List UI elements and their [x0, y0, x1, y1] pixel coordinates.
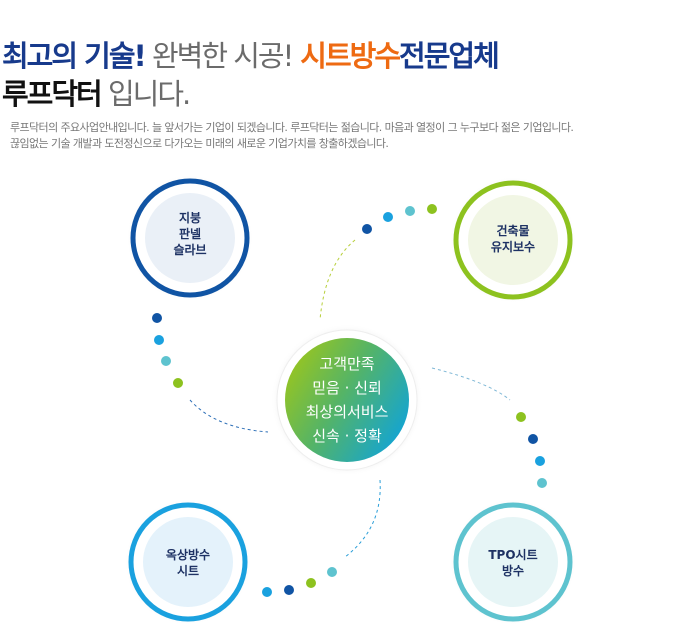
- center-label-line: 최상의서비스: [305, 403, 389, 421]
- intro-text: 루프닥터의 주요사업안내입니다. 늘 앞서가는 기업이 되겠습니다. 루프닥터는…: [10, 120, 698, 152]
- connector-line: [189, 399, 269, 433]
- center-label-line: 신속 · 정확: [312, 427, 382, 445]
- dot-trail-right: [516, 412, 547, 488]
- service-circle-maintenance: [450, 177, 576, 303]
- connector-line: [319, 239, 356, 321]
- service-label-line: 옥상방수: [165, 548, 211, 562]
- service-label-line: 건축물: [496, 224, 530, 238]
- headline-line2: 루프닥터 입니다.: [2, 76, 191, 112]
- center-label: 고객만족 믿음 · 신뢰 최상의서비스 신속 · 정확: [287, 352, 407, 448]
- headline-perfect-work: 완벽한 시공!: [144, 39, 294, 73]
- center-circle: [271, 324, 423, 476]
- dot-trail-left: [152, 313, 183, 388]
- headline-best-tech: 최고의 기술!: [2, 39, 147, 73]
- service-label-line: 방수: [501, 564, 525, 578]
- headline-suffix: 입니다.: [100, 77, 191, 111]
- service-label-tpo: TPO시트 방수: [473, 547, 553, 579]
- service-label-line: TPO시트: [488, 548, 538, 562]
- service-circle-roof: [127, 175, 253, 301]
- headline-sheet-waterproof: 시트방수: [292, 39, 401, 73]
- service-label-roof: 지붕 판넬 슬라브: [150, 210, 230, 258]
- service-label-line: 시트: [176, 564, 200, 578]
- intro-line: 루프닥터의 주요사업안내입니다. 늘 앞서가는 기업이 되겠습니다. 루프닥터는…: [10, 121, 574, 134]
- center-label-line: 믿음 · 신뢰: [312, 379, 382, 397]
- service-circle-rooftop: [125, 499, 251, 625]
- headline-specialist: 전문업체: [399, 39, 500, 73]
- intro-line: 끊임없는 기술 개발과 도전정신으로 다가오는 미래의 새로운 기업가치를 창출…: [10, 137, 389, 150]
- headline-line1: 최고의 기술! 완벽한 시공! 시트방수전문업체: [2, 38, 500, 74]
- service-label-line: 유지보수: [490, 240, 536, 254]
- dot-trail-top: [362, 204, 437, 234]
- service-label-line: 지붕: [178, 211, 202, 225]
- headline-company-name: 루프닥터: [2, 77, 103, 111]
- service-label-line: 판넬: [178, 227, 202, 241]
- connector-line: [431, 367, 511, 401]
- service-circle-tpo: [450, 499, 576, 625]
- service-label-maintenance: 건축물 유지보수: [473, 223, 553, 255]
- connector-line: [344, 479, 381, 558]
- center-label-line: 고객만족: [319, 355, 375, 373]
- service-label-line: 슬라브: [173, 243, 207, 257]
- service-label-rooftop: 옥상방수 시트: [148, 547, 228, 579]
- dot-trail-bottom: [262, 567, 337, 597]
